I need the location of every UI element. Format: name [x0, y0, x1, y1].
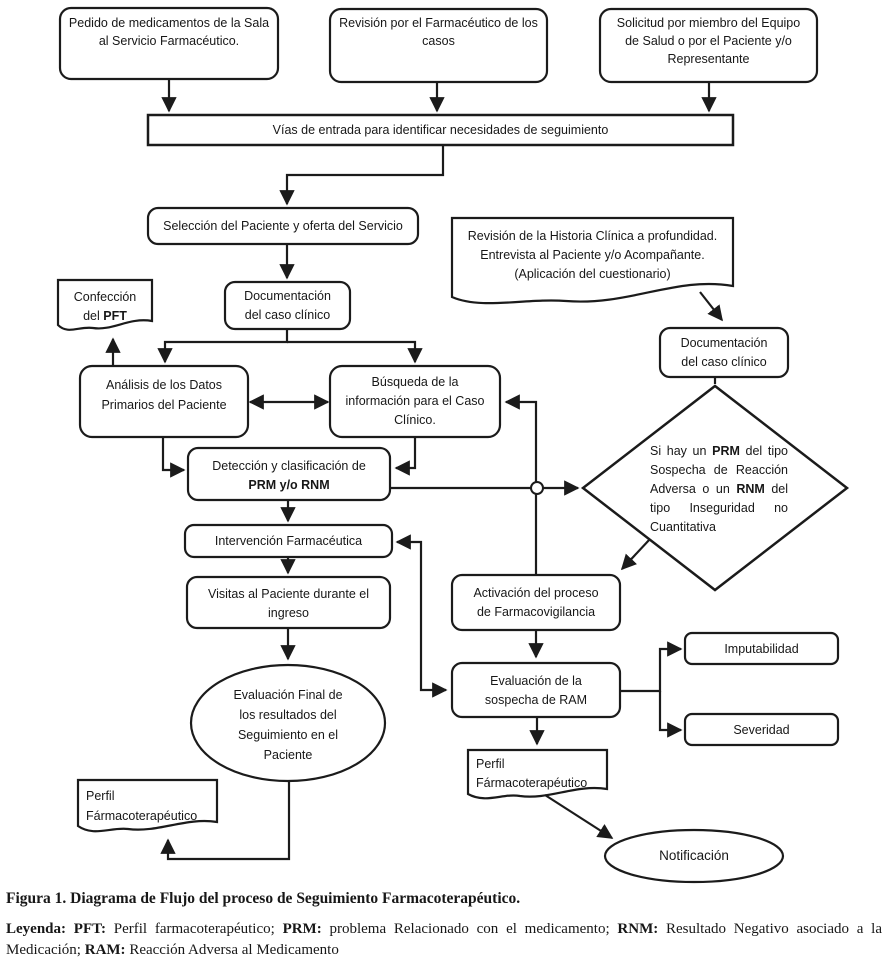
arrow-documentacion-to-busqueda — [287, 340, 423, 364]
solicitud-label: Solicitud por miembro del Equipo de Salu… — [616, 16, 801, 66]
imputabilidad-label: Imputabilidad — [724, 641, 799, 656]
arrow-analisis-to-deteccion — [161, 437, 186, 478]
analisis-label: Análisis de los Datos Primarios del Paci… — [101, 378, 227, 412]
severidad-label: Severidad — [733, 722, 790, 737]
perfil-izq-label: Perfil Fármacoterapéutico — [86, 789, 198, 823]
notificacion-label: Notificación — [659, 848, 729, 863]
documentacion-der-box — [658, 326, 790, 379]
pedido-label: Pedido de medicamentos de la Sala al Ser… — [68, 16, 270, 48]
arrow-vias-to-seleccion — [279, 145, 445, 206]
evaluacion-ram-label: Evaluación de la sospecha de RAM — [484, 674, 588, 707]
revision-historia-doc — [450, 216, 735, 305]
confeccion-pft-label: Confección del PFT — [73, 290, 137, 323]
visitas-label: Visitas al Paciente durante el ingreso — [208, 587, 369, 620]
figure-legend: Leyenda: PFT: Perfil farmacoterapéutico;… — [6, 921, 883, 958]
imputabilidad-box — [683, 631, 840, 666]
revision-historia-label: Revisión de la Historia Clínica a profun… — [467, 229, 718, 281]
arrow-documentacion-to-analisis — [157, 329, 289, 364]
severidad-box — [683, 712, 840, 747]
vias-band — [146, 113, 735, 147]
perfil-der-label: Perfil Fármacoterapéutico — [476, 757, 588, 790]
revision-casos-label: Revisión por el Farmacéutico de los caso… — [339, 16, 538, 48]
arrow-perfil-der-to-notificacion — [544, 794, 614, 839]
busqueda-label: Búsqueda de la información para el Caso … — [345, 375, 485, 427]
evaluacion-final-label: Evaluación Final de los resultados del S… — [233, 688, 343, 762]
arrow-busqueda-to-deteccion — [394, 437, 417, 476]
intervencion-label: Intervención Farmacéutica — [214, 534, 363, 548]
documentacion-izq-label: Documentación del caso clínico — [244, 289, 331, 322]
arrow-ram-to-severidad — [658, 691, 683, 738]
notificacion-ellipse — [603, 828, 785, 884]
arrow-diamond-to-activacion — [620, 538, 651, 571]
decision-label: Si hay un PRM del tipo Sospecha de Reacc… — [650, 444, 789, 534]
arrow-historia-to-documentacion-der — [699, 291, 723, 322]
vias-label: Vías de entrada para identificar necesid… — [272, 123, 609, 137]
arrow-ram-to-imputabilidad — [620, 641, 683, 693]
arrow-activacion-to-busqueda — [504, 394, 538, 574]
documentacion-der-label: Documentación del caso clínico — [680, 336, 768, 369]
perfil-izq-doc — [76, 778, 219, 833]
diagram-svg — [56, 6, 850, 884]
line-crossing-circle — [530, 481, 544, 495]
seleccion-box — [146, 206, 420, 246]
activacion-label: Activación del proceso de Farmacovigilan… — [473, 586, 599, 619]
perfil-der-doc — [466, 748, 609, 800]
confeccion-pft-doc — [56, 278, 154, 331]
seleccion-label: Selección del Paciente y oferta del Serv… — [163, 219, 403, 233]
figure-caption: Figura 1. Diagrama de Flujo del proceso … — [6, 890, 521, 907]
arrow-evaluacion-final-to-perfil-izq — [160, 781, 291, 861]
arrow-intervencion-evaluacion-ram — [395, 534, 448, 698]
revision-casos-box — [328, 7, 549, 84]
deteccion-label: Detección y clasificación de PRM y/o RNM — [212, 459, 366, 492]
